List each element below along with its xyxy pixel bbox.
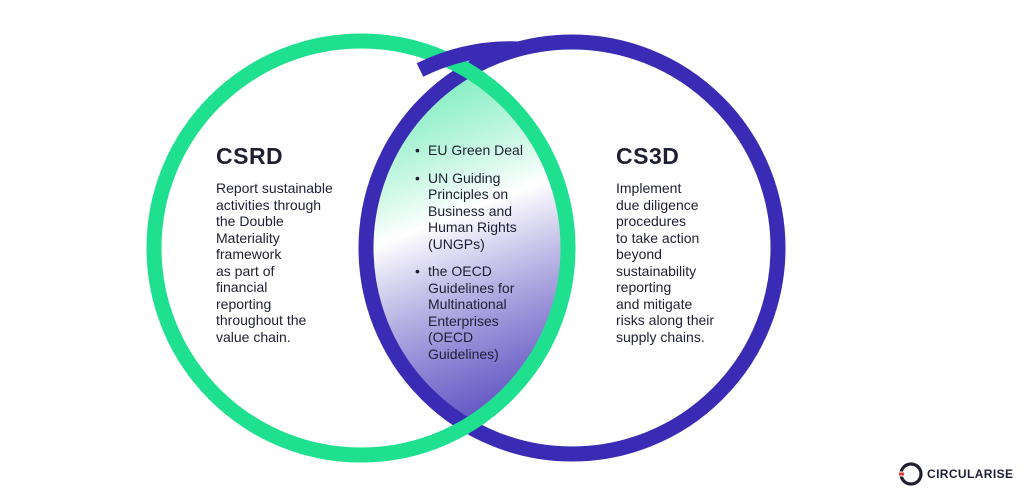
logo-text: CIRCULARISE — [927, 467, 1014, 481]
cs3d-title: CS3D — [616, 143, 680, 169]
cs3d-description: Implement due diligence procedures to ta… — [616, 180, 715, 345]
cs3d-circle — [358, 34, 786, 462]
csrd-circle — [146, 33, 576, 463]
overlap-item-eu-green-deal: EU Green Deal — [414, 142, 554, 159]
csrd-description: Report sustainable activities through th… — [216, 180, 333, 345]
circularise-logo: CIRCULARISE — [898, 461, 1013, 487]
csrd-title: CSRD — [216, 143, 284, 169]
overlap-item-oecd-guidelines: the OECD Guidelines for Multinational En… — [414, 263, 554, 362]
overlap-item-ungps: UN Guiding Principles on Business and Hu… — [414, 170, 554, 253]
cs3d-circle-top-overlay — [416, 41, 521, 77]
circularise-logo-icon — [898, 462, 923, 486]
overlap-list: EU Green Deal UN Guiding Principles on B… — [414, 142, 554, 373]
